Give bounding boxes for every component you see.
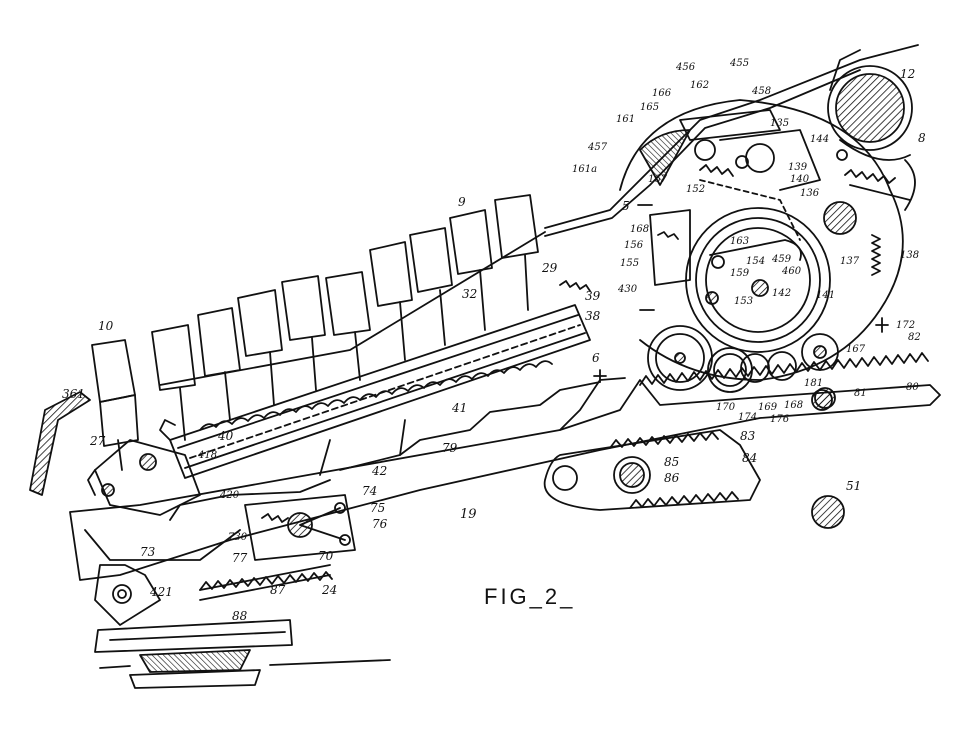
label-162: 162 xyxy=(690,80,709,91)
label-84: 84 xyxy=(742,451,757,465)
shaft-51 xyxy=(811,495,845,529)
lower-rack xyxy=(199,564,333,601)
label-730: 730 xyxy=(228,532,248,543)
label-138: 138 xyxy=(900,250,919,261)
label-430: 430 xyxy=(617,284,638,295)
label-168-upper: 168 xyxy=(630,224,649,235)
print-mechanism xyxy=(619,99,904,381)
label-161: 161 xyxy=(616,114,635,125)
label-87: 87 xyxy=(270,583,286,597)
label-418: 418 xyxy=(197,450,217,461)
label-141: 141 xyxy=(816,290,835,301)
label-39: 39 xyxy=(585,289,601,303)
platen xyxy=(827,49,916,211)
label-154: 154 xyxy=(746,256,765,267)
label-79: 79 xyxy=(442,441,458,455)
label-140: 140 xyxy=(790,174,810,185)
label-163: 163 xyxy=(730,236,749,247)
shaft-81 xyxy=(811,389,833,411)
label-136: 136 xyxy=(800,188,820,199)
label-159: 159 xyxy=(730,268,750,279)
label-167-lower: 167 xyxy=(846,344,866,355)
section-markers xyxy=(593,204,889,383)
label-167-upper: 167 xyxy=(648,174,668,185)
label-457: 457 xyxy=(587,142,608,153)
label-12: 12 xyxy=(900,67,915,81)
label-40: 40 xyxy=(217,429,234,443)
label-42: 42 xyxy=(371,464,387,478)
pivot-421 xyxy=(94,564,161,626)
label-27: 27 xyxy=(89,434,106,448)
pinion-rack-lever xyxy=(543,429,761,511)
main-gear xyxy=(685,207,831,353)
label-144: 144 xyxy=(810,134,829,145)
label-81: 81 xyxy=(854,388,867,399)
label-165: 165 xyxy=(640,102,659,113)
figure-caption: FIG_2_ xyxy=(484,584,575,609)
base-foot xyxy=(94,619,391,689)
label-73: 73 xyxy=(140,545,156,559)
label-38: 38 xyxy=(585,309,601,323)
label-455: 455 xyxy=(729,58,749,69)
label-75: 75 xyxy=(370,501,385,515)
label-80: 80 xyxy=(906,382,919,393)
label-51: 51 xyxy=(846,479,861,493)
label-458: 458 xyxy=(751,86,771,97)
label-420: 420 xyxy=(219,490,240,501)
key-lever-bank xyxy=(91,194,591,479)
label-421: 421 xyxy=(149,585,173,599)
label-29: 29 xyxy=(541,261,558,275)
label-142: 142 xyxy=(772,288,791,299)
label-153: 153 xyxy=(734,296,753,307)
label-176: 176 xyxy=(770,414,790,425)
label-82: 82 xyxy=(908,332,921,343)
stepped-plate xyxy=(169,381,601,521)
label-170: 170 xyxy=(716,402,736,413)
label-135: 135 xyxy=(770,118,789,129)
label-174: 174 xyxy=(738,412,757,423)
label-83: 83 xyxy=(740,429,756,443)
label-137: 137 xyxy=(840,256,860,267)
label-161a: 161a xyxy=(572,164,597,175)
label-152-upper: 152 xyxy=(686,184,705,195)
label-70: 70 xyxy=(318,549,334,563)
label-6-left: 6 xyxy=(592,351,600,365)
label-76: 76 xyxy=(372,517,388,531)
label-24: 24 xyxy=(321,583,337,597)
toggle-linkage xyxy=(244,494,356,561)
label-155: 155 xyxy=(620,258,639,269)
label-460: 460 xyxy=(781,266,802,277)
label-9: 9 xyxy=(458,195,466,209)
label-77: 77 xyxy=(232,551,248,565)
label-85: 85 xyxy=(664,455,679,469)
label-361: 361 xyxy=(62,387,85,401)
label-166: 166 xyxy=(652,88,672,99)
label-86: 86 xyxy=(664,471,680,485)
label-172: 172 xyxy=(896,320,915,331)
main-frame xyxy=(69,377,941,581)
upper-rack xyxy=(639,352,929,386)
label-5-upper: 5 xyxy=(622,199,630,213)
label-19: 19 xyxy=(460,507,477,522)
left-bracket xyxy=(87,439,201,516)
label-156: 156 xyxy=(624,240,644,251)
label-459: 459 xyxy=(771,254,792,265)
figure-caption-group: FIG_2_ xyxy=(484,584,575,609)
label-139: 139 xyxy=(788,162,808,173)
label-181: 181 xyxy=(804,378,823,389)
label-456: 456 xyxy=(675,62,696,73)
label-169: 169 xyxy=(758,402,778,413)
label-168-lower: 168 xyxy=(784,400,803,411)
label-32: 32 xyxy=(462,287,477,301)
label-88: 88 xyxy=(232,609,248,623)
label-41: 41 xyxy=(451,401,467,415)
label-10: 10 xyxy=(98,319,114,333)
label-74-upper: 74 xyxy=(362,484,377,498)
label-8: 8 xyxy=(918,131,926,145)
reference-labels: 10 361 27 40 418 420 9 32 29 39 38 41 42… xyxy=(62,58,926,623)
